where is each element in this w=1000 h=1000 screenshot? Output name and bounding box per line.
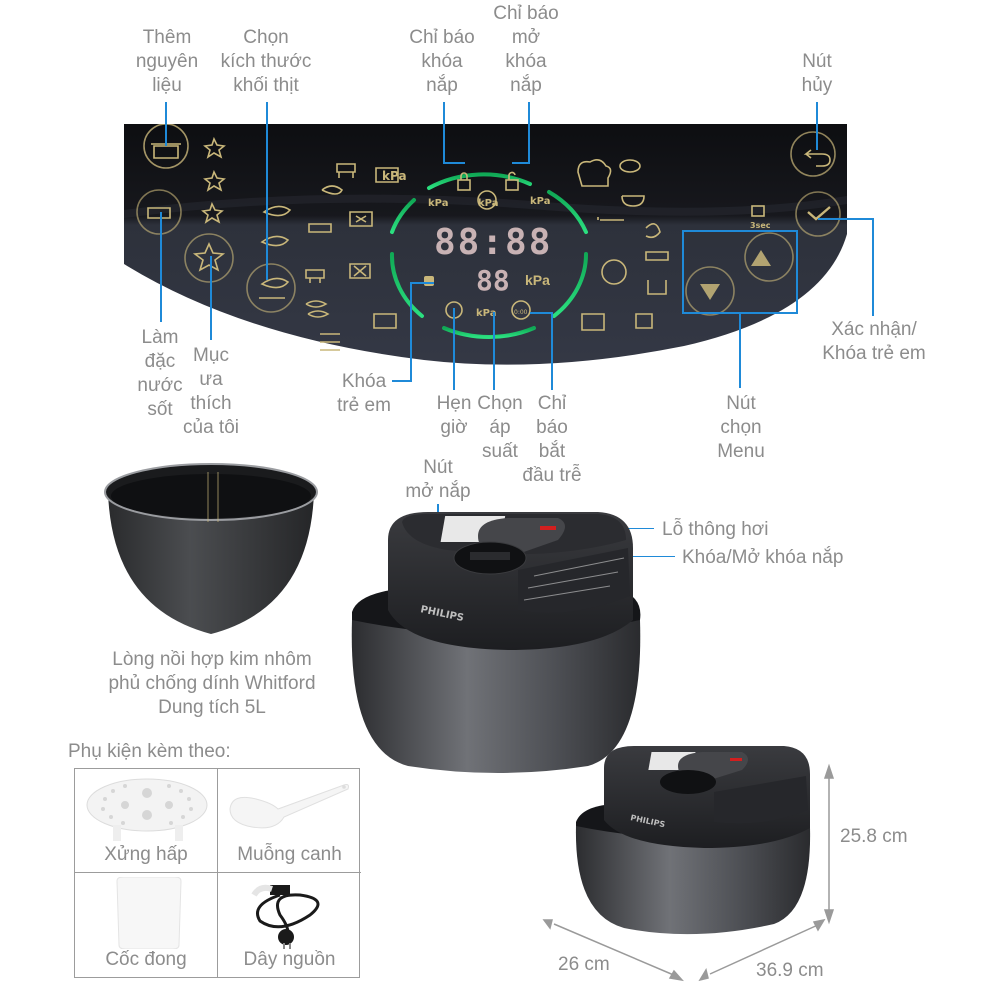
label-steam-vent: Lỗ thông hơi xyxy=(662,519,769,540)
leader-unlock-h xyxy=(512,162,530,164)
leader-thicken xyxy=(160,212,162,322)
accessories-grid: Xửng hấp Muỗng canh Cốc đong Dây nguồn xyxy=(74,768,361,978)
steamer-rack-icon xyxy=(86,778,208,841)
leader-lock-h xyxy=(443,162,465,164)
leader-unlock xyxy=(528,102,530,164)
dimension-depth: 26 cm xyxy=(558,954,610,975)
leader-timer xyxy=(453,308,455,390)
pressure-display: 88 xyxy=(476,264,510,297)
leader-lock xyxy=(443,102,445,164)
power-cord-icon xyxy=(251,884,320,949)
measuring-cup-icon xyxy=(116,877,182,949)
cancel-button[interactable] xyxy=(791,132,835,176)
label-lid-lock: Khóa/Mở khóa nắp xyxy=(682,547,844,568)
svg-text:kPa: kPa xyxy=(382,169,407,183)
label-confirm-lock: Xác nhận/Khóa trẻ em xyxy=(822,319,926,364)
leader-meat-size xyxy=(266,102,268,280)
thicken-sauce-button[interactable] xyxy=(137,190,181,234)
svg-text:0:00: 0:00 xyxy=(514,309,528,316)
svg-text:kPa: kPa xyxy=(530,196,550,207)
pressure-unit-label: kPa xyxy=(525,272,550,288)
accessory-power-cord: Dây nguồn xyxy=(218,873,361,977)
dimension-width: 36.9 cm xyxy=(756,960,824,981)
accessory-measuring-cup: Cốc đong xyxy=(75,873,218,977)
menu-buttons-highlight xyxy=(682,230,798,314)
favorite-button[interactable] xyxy=(185,234,233,282)
leader-favorites xyxy=(210,256,212,340)
inner-pot-image xyxy=(100,458,322,638)
leader-childlock-top xyxy=(410,282,434,284)
leader-menu xyxy=(739,314,741,388)
pressure-cooker-main-image: PHILIPS xyxy=(348,500,648,778)
control-panel: 88:88 88 kPa xyxy=(124,124,847,374)
panel-icons: kPa kPa kPa kPa kPa 0:00 3sec xyxy=(136,124,841,351)
leader-childlock-h xyxy=(392,380,412,382)
leader-confirm-v xyxy=(872,218,874,316)
svg-text:kPa: kPa xyxy=(478,198,498,209)
accessories-title: Phụ kiện kèm theo: xyxy=(68,741,231,762)
accessory-spoon: Muỗng canh xyxy=(218,769,361,873)
confirm-button[interactable] xyxy=(796,192,840,236)
leader-childlock-v xyxy=(410,282,412,380)
leader-confirm-h xyxy=(818,218,874,220)
leader-delay xyxy=(551,312,553,390)
leader-add-ingredients xyxy=(165,102,167,146)
svg-text:kPa: kPa xyxy=(428,198,448,209)
leader-pressure xyxy=(493,312,495,390)
time-display: 88:88 xyxy=(434,222,553,263)
dimension-height: 25.8 cm xyxy=(840,826,908,847)
dimension-arrows xyxy=(542,763,835,982)
leader-delay-h xyxy=(530,312,552,314)
meat-size-button[interactable] xyxy=(247,264,295,312)
pressure-cooker-dimension-image: PHILIPS xyxy=(574,738,814,938)
spoon-icon xyxy=(229,784,349,829)
svg-text:kPa: kPa xyxy=(476,308,496,319)
svg-text:3sec: 3sec xyxy=(750,221,771,230)
accessory-steamer-rack: Xửng hấp xyxy=(75,769,218,873)
leader-cancel xyxy=(816,102,818,150)
